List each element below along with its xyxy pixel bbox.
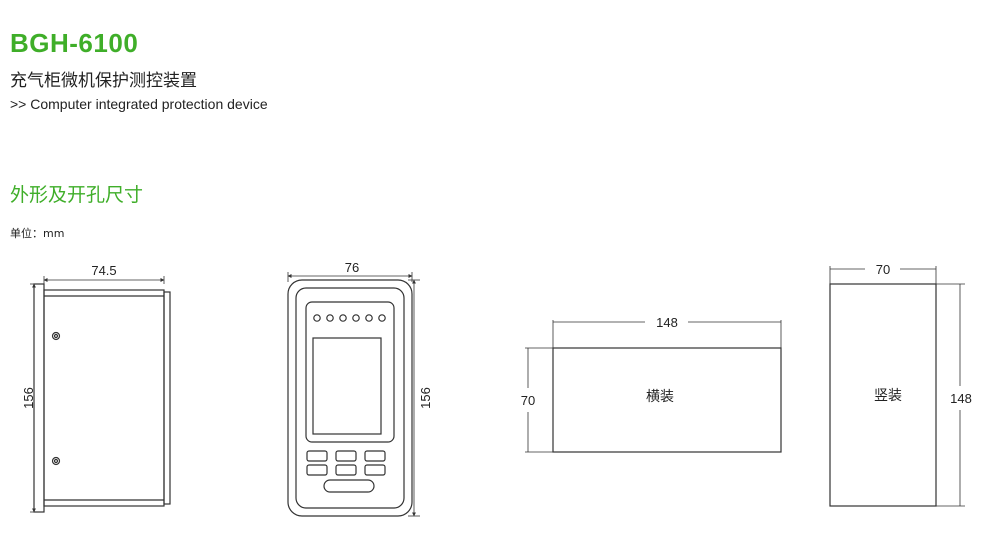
cutout-h-width-label: 148 <box>656 315 678 330</box>
led-indicator-icon <box>339 314 347 322</box>
section-title: 外形及开孔尺寸 <box>10 184 144 206</box>
side-view <box>30 276 171 513</box>
product-title-en: >> Computer integrated protection device <box>10 96 268 112</box>
model-number: BGH-6100 <box>10 28 139 58</box>
cutout-vertical-rect <box>829 283 937 507</box>
led-indicator-icon <box>365 314 373 322</box>
keypad-button[interactable] <box>306 464 328 476</box>
keypad-button[interactable] <box>335 464 357 476</box>
led-indicator-icon <box>352 314 360 322</box>
front-height-label: 156 <box>418 387 433 409</box>
cutout-horizontal-rect <box>552 347 782 453</box>
cutout-v-width-label: 70 <box>876 262 890 277</box>
side-view-rear-plate <box>163 291 171 505</box>
led-indicator-icon <box>326 314 334 322</box>
cutout-v-height-label: 148 <box>950 391 972 406</box>
front-view <box>287 272 420 517</box>
screw-icon <box>51 331 61 341</box>
screw-icon <box>51 456 61 466</box>
front-panel-inner <box>295 287 405 509</box>
cutout-h-label: 横装 <box>646 389 674 405</box>
side-view-body <box>43 289 165 507</box>
side-width-label: 74.5 <box>91 263 116 278</box>
keypad-button[interactable] <box>364 464 386 476</box>
led-indicator-icon <box>313 314 321 322</box>
navigation-button[interactable] <box>323 479 375 493</box>
unit-label: 单位：mm <box>10 227 65 240</box>
cutout-h-height-label: 70 <box>521 393 535 408</box>
cutout-v-label: 竖装 <box>874 388 902 404</box>
side-height-label: 156 <box>21 387 36 409</box>
keypad-button[interactable] <box>335 450 357 462</box>
led-indicator-icon <box>378 314 386 322</box>
front-width-label: 76 <box>345 260 359 275</box>
keypad-button[interactable] <box>306 450 328 462</box>
keypad-button[interactable] <box>364 450 386 462</box>
display-bezel <box>305 301 395 443</box>
product-title-cn: 充气柜微机保护测控装置 <box>10 71 197 91</box>
cutout-horizontal <box>525 320 782 453</box>
lcd-screen <box>312 337 382 435</box>
cutout-vertical <box>829 266 965 507</box>
